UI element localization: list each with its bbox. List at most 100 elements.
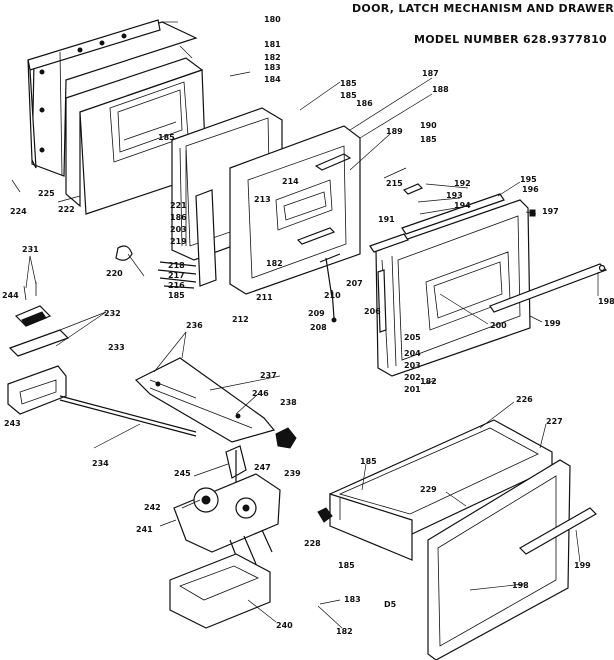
callout-label-213: 213 — [254, 195, 271, 204]
callout-label-185: 185 — [340, 91, 357, 100]
callout-label-185: 185 — [360, 457, 377, 466]
callout-label-191: 191 — [378, 215, 395, 224]
callout-label-198: 198 — [598, 297, 614, 306]
callout-label-199: 199 — [574, 561, 591, 570]
callout-label-214: 214 — [282, 177, 299, 186]
callout-label-202: 202 — [404, 373, 421, 382]
callout-label-199: 199 — [544, 319, 561, 328]
callout-label-188: 188 — [432, 85, 449, 94]
callout-label-197: 197 — [542, 207, 559, 216]
callout-label-233: 233 — [108, 343, 125, 352]
callout-label-185: 185 — [340, 79, 357, 88]
callout-label-227: 227 — [546, 417, 563, 426]
callout-label-201: 201 — [404, 385, 421, 394]
callout-label-231: 231 — [22, 245, 39, 254]
callout-label-219: 219 — [170, 237, 187, 246]
callout-label-206: 206 — [364, 307, 381, 316]
callout-label-246: 246 — [252, 389, 269, 398]
drawer-handle — [519, 507, 597, 555]
callout-label-186: 186 — [170, 213, 187, 222]
callout-label-245: 245 — [174, 469, 191, 478]
callout-label-180: 180 — [264, 15, 281, 24]
callout-label-203: 203 — [404, 361, 421, 370]
callout-label-207: 207 — [346, 279, 363, 288]
callout-label-204: 204 — [404, 349, 421, 358]
latch-parts-small — [115, 153, 424, 323]
latch-knob — [275, 427, 297, 449]
callout-label-190: 190 — [420, 121, 437, 130]
callout-label-193: 193 — [446, 191, 463, 200]
callout-label-203: 203 — [170, 225, 187, 234]
callout-label-182: 182 — [420, 377, 437, 386]
latch-motor-assembly — [173, 445, 281, 567]
callout-label-239: 239 — [284, 469, 301, 478]
callout-label-d5: D5 — [384, 600, 397, 609]
callout-label-241: 241 — [136, 525, 153, 534]
callout-label-198: 198 — [512, 581, 529, 590]
callout-label-183: 183 — [264, 63, 281, 72]
callout-label-216: 216 — [168, 281, 185, 290]
callout-label-184: 184 — [264, 75, 281, 84]
leader-lines — [11, 21, 599, 629]
latch-mounting-bracket — [169, 553, 271, 629]
callout-label-181: 181 — [264, 40, 281, 49]
callout-label-234: 234 — [92, 459, 109, 468]
diagram-title: DOOR, LATCH MECHANISM AND DRAWER — [352, 2, 614, 15]
callout-label-200: 200 — [490, 321, 507, 330]
callout-label-208: 208 — [310, 323, 327, 332]
outer-door-panel — [27, 19, 198, 177]
callout-label-225: 225 — [38, 189, 55, 198]
callout-label-192: 192 — [454, 179, 471, 188]
callout-label-185: 185 — [158, 133, 175, 142]
callout-label-185: 185 — [168, 291, 185, 300]
callout-label-212: 212 — [232, 315, 249, 324]
callout-label-240: 240 — [276, 621, 293, 630]
callout-label-238: 238 — [280, 398, 297, 407]
callout-label-229: 229 — [420, 485, 437, 494]
callout-label-247: 247 — [254, 463, 271, 472]
callout-label-242: 242 — [144, 503, 161, 512]
callout-label-221: 221 — [170, 201, 187, 210]
callout-label-236: 236 — [186, 321, 203, 330]
callout-label-186: 186 — [356, 99, 373, 108]
callout-label-182: 182 — [266, 259, 283, 268]
callout-label-182: 182 — [336, 627, 353, 636]
latch-switch-assembly — [8, 282, 70, 357]
door-handle — [489, 263, 608, 313]
callout-label-189: 189 — [386, 127, 403, 136]
oven-door-front — [375, 199, 531, 377]
callout-label-196: 196 — [522, 185, 539, 194]
callout-label-194: 194 — [454, 201, 471, 210]
model-number: MODEL NUMBER 628.9377810 — [414, 33, 607, 46]
callout-label-211: 211 — [256, 293, 273, 302]
callout-label-218: 218 — [168, 261, 185, 270]
callout-label-195: 195 — [520, 175, 537, 184]
callout-label-209: 209 — [308, 309, 325, 318]
callout-label-187: 187 — [422, 69, 439, 78]
callout-label-210: 210 — [324, 291, 341, 300]
drawer-slide — [317, 507, 333, 523]
callout-label-182: 182 — [264, 53, 281, 62]
callout-label-222: 222 — [58, 205, 75, 214]
drawer-front — [427, 459, 571, 660]
callout-label-244: 244 — [2, 291, 19, 300]
callout-label-224: 224 — [10, 207, 27, 216]
callout-label-185: 185 — [420, 135, 437, 144]
callout-label-185: 185 — [338, 561, 355, 570]
callout-label-217: 217 — [168, 271, 185, 280]
latch-bracket — [7, 365, 67, 415]
callout-label-226: 226 — [516, 395, 533, 404]
callout-label-183: 183 — [344, 595, 361, 604]
latch-rod — [59, 395, 197, 437]
callout-label-215: 215 — [386, 179, 403, 188]
callout-label-228: 228 — [304, 539, 321, 548]
latch-lever-plate — [134, 357, 276, 443]
hinge-brackets — [369, 193, 536, 333]
callout-label-237: 237 — [260, 371, 277, 380]
callout-label-232: 232 — [104, 309, 121, 318]
storage-drawer — [329, 419, 553, 561]
callout-label-220: 220 — [106, 269, 123, 278]
callout-label-205: 205 — [404, 333, 421, 342]
